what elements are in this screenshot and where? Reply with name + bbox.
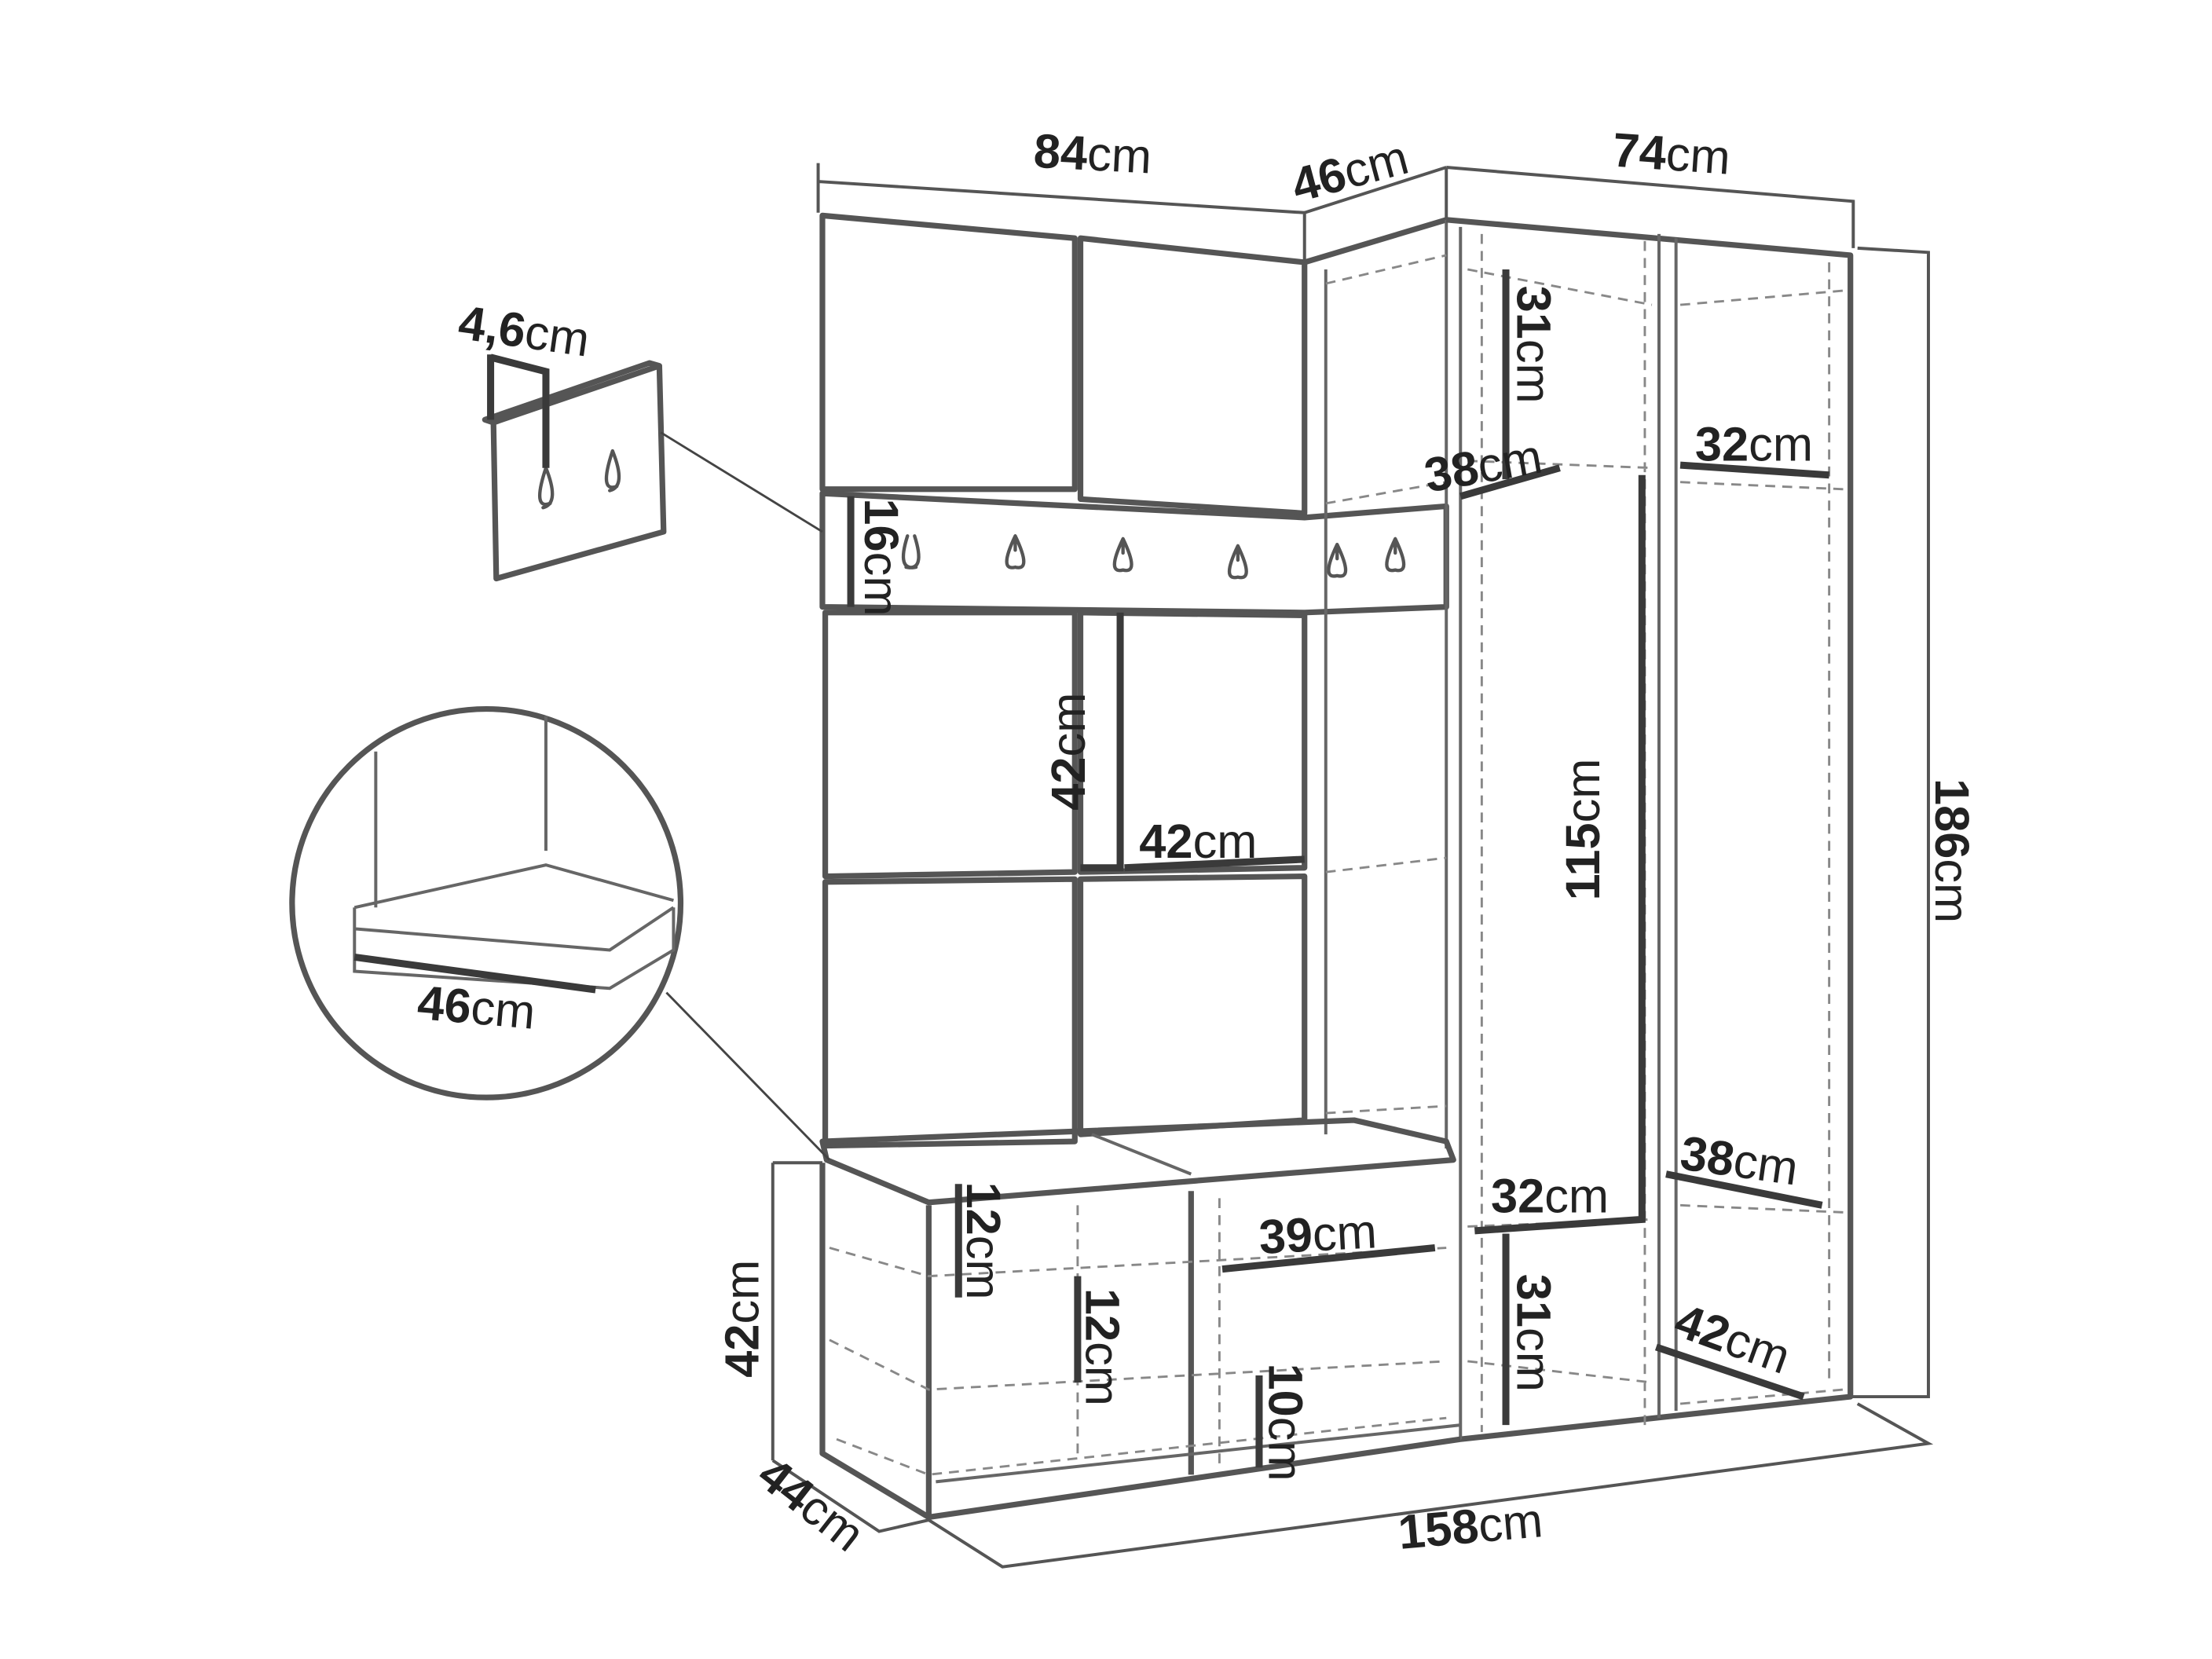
dim-line-4-6 — [487, 353, 550, 468]
dim-line-115 — [1474, 474, 1646, 1235]
dim-line-158 — [928, 1402, 1934, 1569]
label-10cm: 10cm — [1258, 1364, 1313, 1481]
bench-base — [819, 1163, 1461, 1521]
bench-plinth — [936, 1423, 1461, 1484]
upper-left-panel — [819, 212, 1078, 493]
corner-side-panel — [1324, 219, 1448, 1149]
hook-icon — [604, 449, 621, 493]
bench-shelves — [829, 1198, 1447, 1476]
label-84cm: 84cm — [1032, 124, 1152, 185]
label-32cm-right: 32cm — [1695, 418, 1813, 472]
dim-line-74 — [1445, 166, 1855, 248]
label-74cm: 74cm — [1611, 123, 1733, 185]
dim-line-42-left — [771, 1161, 822, 1461]
label-42cm-horizontal: 42cm — [1139, 815, 1257, 869]
hook-rail — [819, 490, 1449, 616]
hook-icon — [537, 466, 555, 510]
label-12cm-b: 12cm — [1075, 1288, 1130, 1406]
dim-line-42-right — [1654, 1343, 1805, 1401]
label-16cm: 16cm — [854, 498, 908, 616]
label-186cm: 186cm — [1925, 778, 1979, 923]
label-46cm-seat: 46cm — [416, 976, 538, 1040]
hook-panel — [482, 360, 667, 582]
label-42cm-vertical: 42cm — [1042, 693, 1096, 811]
hook-icon — [1005, 534, 1026, 569]
bench-seat-top — [819, 1117, 1456, 1206]
leader-line — [665, 991, 831, 1161]
label-42cm-left: 42cm — [716, 1260, 770, 1378]
label-38cm-bottom: 38cm — [1677, 1126, 1801, 1196]
middle-left-panel — [822, 610, 1078, 880]
label-158cm: 158cm — [1396, 1493, 1545, 1560]
dim-line-42-vert — [1080, 612, 1124, 872]
wardrobe-outline — [1445, 217, 1854, 1442]
detail-backrest — [353, 716, 676, 991]
label-12cm-a: 12cm — [956, 1181, 1010, 1299]
hook-panel-detail — [482, 360, 823, 582]
label-31cm-top: 31cm — [1506, 286, 1560, 404]
label-44cm: 44cm — [748, 1447, 874, 1562]
hook-icon — [1385, 537, 1406, 573]
wardrobe — [1445, 217, 1854, 1442]
left-wall-panels — [819, 212, 1449, 1149]
hook-icon — [1227, 544, 1248, 580]
dimension-lines — [353, 163, 1934, 1569]
label-4-6cm: 4,6cm — [456, 295, 593, 368]
lower-left-panel — [822, 876, 1078, 1149]
dim-line-42-horiz — [1124, 855, 1305, 872]
bench — [819, 1117, 1461, 1521]
label-31cm-bottom: 31cm — [1506, 1274, 1560, 1392]
wardrobe-shelves — [1467, 233, 1844, 1433]
corner-shelves — [1325, 254, 1447, 1115]
detail-circle — [289, 705, 684, 1101]
label-115cm: 115cm — [1556, 759, 1610, 901]
dim-line-46 — [1304, 166, 1447, 214]
dim-line-38-top — [1459, 464, 1561, 500]
dim-line-44 — [771, 1459, 929, 1533]
leader-line — [660, 431, 823, 533]
hook-icon — [1327, 543, 1348, 578]
label-46cm-top: 46cm — [1286, 130, 1414, 213]
lower-middle-panel — [1077, 873, 1308, 1137]
dim-line-38-bottom — [1665, 1170, 1823, 1209]
corner-top — [1303, 217, 1448, 266]
label-39cm: 39cm — [1258, 1204, 1378, 1265]
dim-line-32-right — [1679, 461, 1829, 479]
corner-section — [1303, 217, 1448, 1149]
label-32cm-inner: 32cm — [1491, 1169, 1609, 1223]
dim-line-46-seat — [353, 953, 596, 994]
hook-icon — [1112, 537, 1133, 573]
dimension-labels: 84cm 46cm 74cm 4,6cm 16cm 31cm 38cm 32cm… — [416, 123, 1979, 1562]
wardrobe-divider — [1657, 233, 1678, 1419]
seat-detail-circle — [289, 705, 831, 1161]
label-38cm-top: 38cm — [1420, 430, 1546, 504]
hook-icon — [901, 534, 921, 569]
seat-cushion-divider — [1091, 1133, 1192, 1176]
middle-middle-panel — [1077, 610, 1308, 875]
upper-middle-panel — [1077, 235, 1308, 517]
hooks — [901, 534, 1406, 580]
dim-line-186 — [1850, 246, 1930, 1399]
dim-line-39 — [1221, 1244, 1436, 1273]
